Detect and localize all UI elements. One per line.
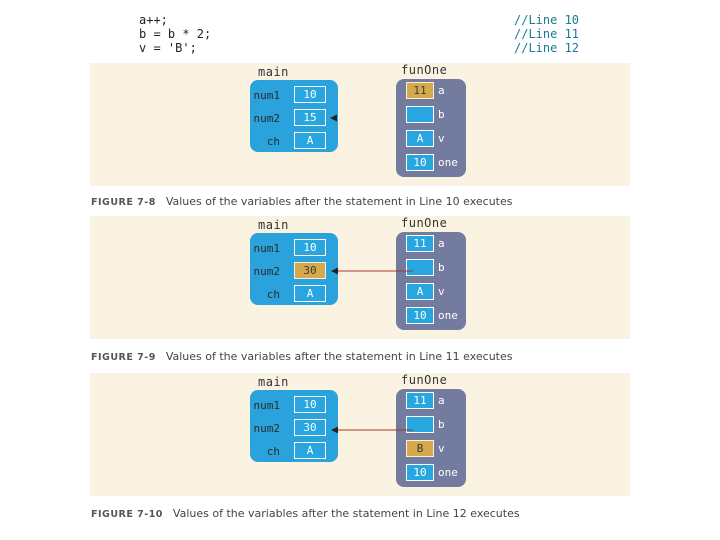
main-frame-box: num1 10 num2 15 ch A [250, 80, 338, 152]
main-frame-box: num1 10 num2 30 ch A [250, 390, 338, 462]
funone-frame-title: funOne [401, 373, 448, 387]
figure-caption: FIGURE 7-8 Values of the variables after … [91, 195, 512, 208]
figure-caption-text: Values of the variables after the statem… [165, 350, 513, 363]
figure-caption: FIGURE 7-10 Values of the variables after… [91, 507, 520, 520]
code-comment: //Line 10 [514, 13, 580, 27]
code-line: v = 'B'; [139, 41, 197, 55]
main-variable-label: ch [266, 135, 280, 148]
funone-variable-label: b [438, 108, 445, 121]
funone-variable-value: 11 [406, 82, 434, 99]
funone-variable-value: A [406, 283, 434, 300]
main-variable-label: num1 [253, 242, 281, 255]
code-comment: //Line 11 [514, 27, 580, 41]
funone-variable-label: v [438, 132, 445, 145]
code-snippet: a++; b = b * 2; v = 'B'; [139, 13, 211, 55]
figure-number: FIGURE 7-9 [91, 352, 156, 363]
main-variable-value: A [294, 442, 326, 459]
main-frame-box: num1 10 num2 30 ch A [250, 233, 338, 305]
main-frame-title: main [258, 65, 289, 79]
main-frame-title: main [258, 218, 289, 232]
figure-caption: FIGURE 7-9 Values of the variables after … [91, 350, 512, 363]
funone-variable-label: a [438, 394, 445, 407]
main-variable-value: 10 [294, 396, 326, 413]
funone-variable-label: one [438, 466, 458, 479]
funone-variable-label: b [438, 418, 445, 431]
main-variable-label: num2 [253, 265, 281, 278]
funone-variable-value: A [406, 130, 434, 147]
main-variable-value: 30 [294, 262, 326, 279]
main-variable-label: num1 [253, 89, 281, 102]
funone-variable-value [406, 106, 434, 123]
figure-number: FIGURE 7-10 [91, 509, 163, 520]
code-comments: //Line 10 //Line 11 //Line 12 [514, 13, 579, 55]
funone-variable-value: 10 [406, 464, 434, 481]
funone-variable-value: B [406, 440, 434, 457]
main-variable-value: 15 [294, 109, 326, 126]
funone-variable-label: a [438, 84, 445, 97]
funone-variable-value [406, 416, 434, 433]
main-variable-label: num1 [253, 399, 281, 412]
funone-frame-title: funOne [401, 216, 448, 230]
code-comment: //Line 12 [514, 41, 580, 55]
code-line: b = b * 2; [139, 27, 212, 41]
funone-variable-label: v [438, 442, 445, 455]
code-line: a++; [139, 13, 168, 27]
main-variable-label: ch [266, 288, 280, 301]
main-variable-value: 10 [294, 86, 326, 103]
main-variable-value: 30 [294, 419, 326, 436]
funone-variable-value [406, 259, 434, 276]
funone-variable-label: one [438, 156, 458, 169]
funone-variable-value: 10 [406, 307, 434, 324]
figure-caption-text: Values of the variables after the statem… [165, 195, 513, 208]
figure-caption-text: Values of the variables after the statem… [172, 507, 520, 520]
main-variable-value: 10 [294, 239, 326, 256]
main-variable-value: A [294, 285, 326, 302]
funone-variable-value: 11 [406, 235, 434, 252]
main-variable-label: num2 [253, 112, 281, 125]
funone-variable-label: v [438, 285, 445, 298]
main-variable-label: ch [266, 445, 280, 458]
funone-variable-value: 11 [406, 392, 434, 409]
funone-variable-label: a [438, 237, 445, 250]
main-variable-label: num2 [253, 422, 281, 435]
main-variable-value: A [294, 132, 326, 149]
figure-number: FIGURE 7-8 [91, 197, 156, 208]
funone-variable-value: 10 [406, 154, 434, 171]
main-frame-title: main [258, 375, 289, 389]
funone-variable-label: one [438, 309, 458, 322]
funone-frame-title: funOne [401, 63, 448, 77]
funone-variable-label: b [438, 261, 445, 274]
